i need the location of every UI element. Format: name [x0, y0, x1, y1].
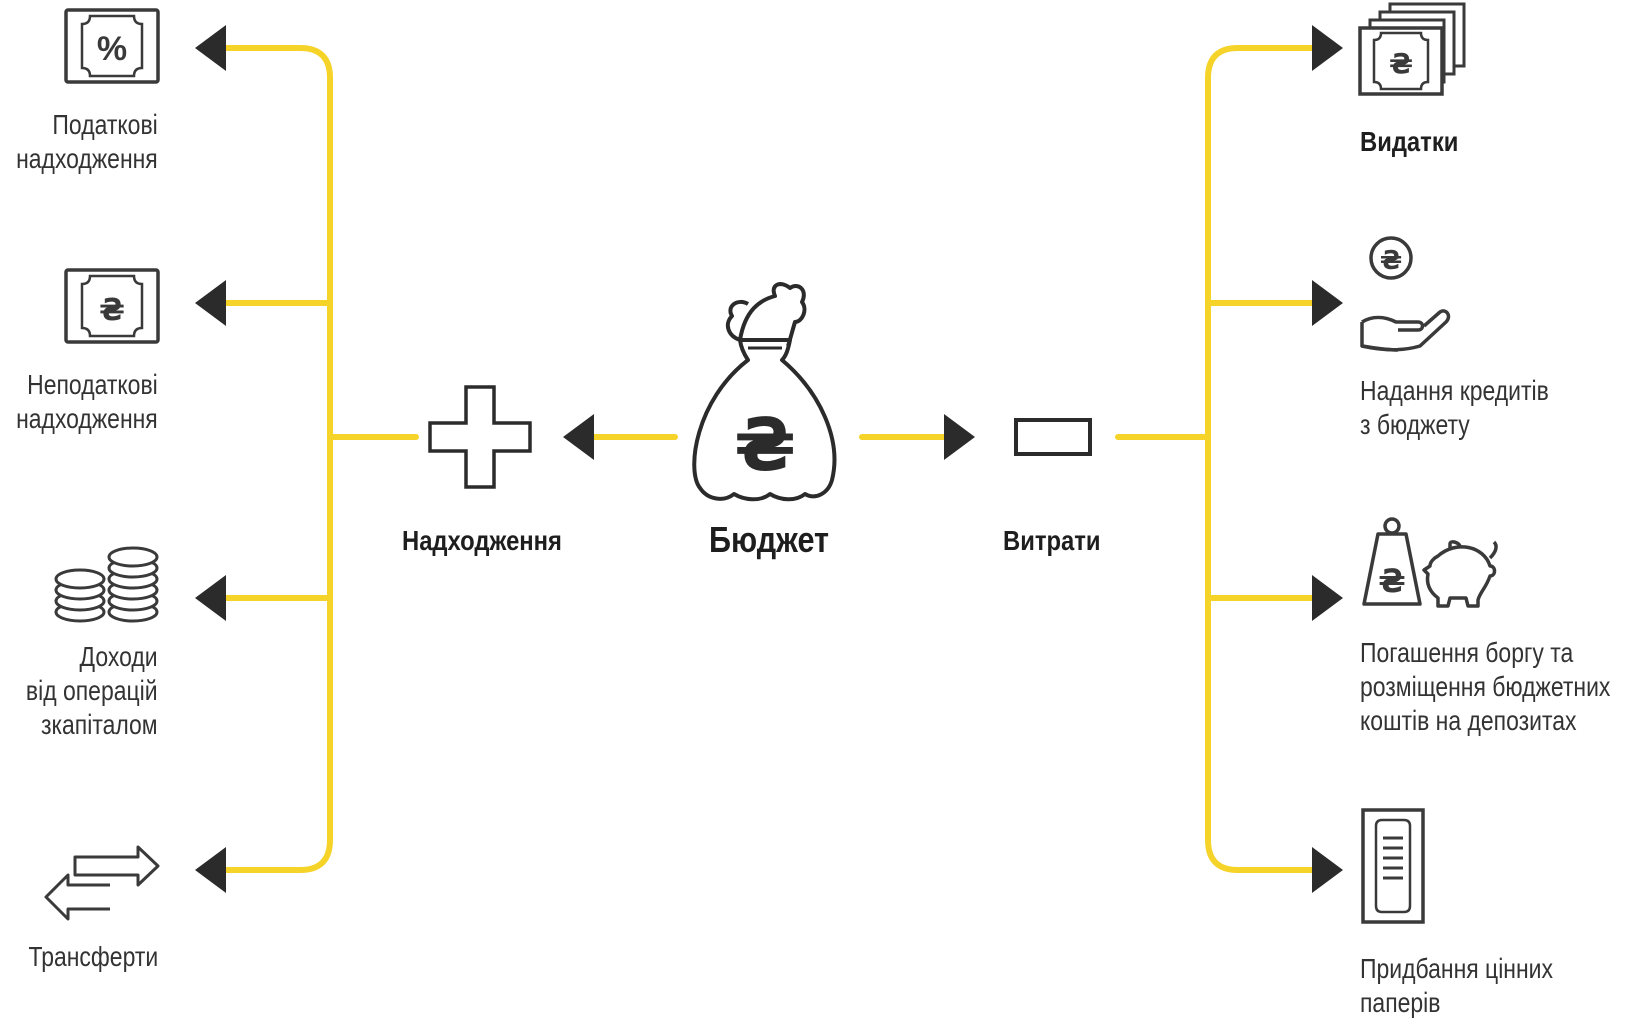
banknote-stack-icon: ₴ [1358, 2, 1466, 96]
right-label-2-line-2: з бюджету [1360, 409, 1470, 440]
right-label-3-line-3: коштів на депозитах [1360, 705, 1577, 736]
arrowhead-revenue [563, 414, 594, 460]
right-label-expenditures: Видатки [1360, 126, 1459, 157]
left-label-2-line-1: Неподаткові [27, 369, 158, 400]
svg-text:₴: ₴ [1389, 47, 1413, 80]
arrowhead-right-3 [1312, 575, 1343, 621]
arrowhead-left-3 [195, 575, 226, 621]
right-label-debt-repayment: Погашення боргу та розміщення бюджетних … [1360, 636, 1610, 738]
svg-text:%: % [97, 30, 127, 68]
svg-text:₴: ₴ [734, 403, 796, 487]
minus-icon [1014, 418, 1092, 456]
transfer-arrows-icon [44, 845, 160, 921]
right-label-3-line-2: розміщення бюджетних [1360, 671, 1611, 702]
left-label-nontax-revenue: Неподаткові надходження [16, 368, 158, 436]
right-label-securities: Придбання цінних паперів [1360, 952, 1553, 1020]
coin-stacks-icon [54, 546, 159, 623]
left-label-capital-income: Доходи від операцій зкапіталом [26, 640, 158, 742]
left-label-tax-revenue: Податкові надходження [16, 108, 158, 176]
connector-lines [219, 45, 1316, 873]
right-label-4-line-1: Придбання цінних [1360, 953, 1553, 984]
right-label-2-line-1: Надання кредитів [1360, 375, 1549, 406]
spending-label: Витрати [1003, 525, 1101, 556]
svg-text:₴: ₴ [1378, 562, 1406, 600]
weight-piggy-bank-icon: ₴ [1362, 517, 1498, 608]
arrowhead-left-4 [195, 847, 226, 893]
left-label-3-line-3: зкапіталом [41, 709, 159, 740]
left-trunk-line [219, 45, 333, 873]
plus-icon [428, 385, 532, 489]
arrowheads [195, 25, 1343, 893]
hryvnia-banknote-icon: ₴ [64, 268, 160, 344]
hand-coin-icon: ₴ [1360, 236, 1451, 352]
right-trunk-line [1205, 45, 1316, 873]
document-icon [1361, 808, 1425, 924]
left-label-1-line-2: надходження [16, 143, 158, 174]
left-label-3-line-2: від операцій [26, 675, 158, 706]
left-label-3-line-1: Доходи [79, 641, 158, 672]
arrowhead-right-2 [1312, 280, 1343, 326]
arrowhead-right-1 [1312, 25, 1343, 71]
arrowhead-left-1 [195, 25, 226, 71]
left-label-4-line-1: Трансферти [28, 941, 158, 972]
arrowhead-spending [944, 414, 975, 460]
left-label-2-line-2: надходження [16, 403, 158, 434]
money-bag-hryvnia-icon: ₴ [692, 282, 837, 502]
right-label-lending: Надання кредитів з бюджету [1360, 374, 1549, 442]
arrowhead-right-4 [1312, 847, 1343, 893]
budget-label: Бюджет [709, 519, 830, 560]
revenue-label: Надходження [402, 525, 562, 556]
svg-text:₴: ₴ [1380, 246, 1402, 276]
right-label-3-line-1: Погашення боргу та [1360, 637, 1574, 668]
arrowhead-left-2 [195, 280, 226, 326]
right-label-4-line-2: паперів [1360, 987, 1441, 1018]
percent-banknote-icon: % [64, 8, 160, 84]
left-label-transfers: Трансферти [28, 940, 158, 974]
left-label-1-line-1: Податкові [52, 109, 158, 140]
svg-text:₴: ₴ [99, 293, 125, 328]
